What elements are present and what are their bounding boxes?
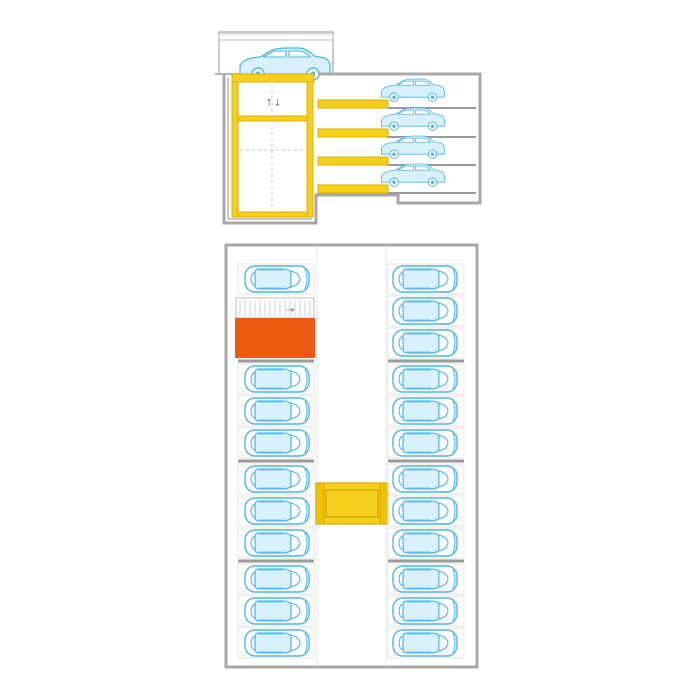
- parking-bay: [387, 363, 465, 395]
- car-top-icon: [392, 629, 458, 657]
- car-top-icon: [392, 465, 458, 493]
- car-top-icon: [244, 629, 310, 657]
- storage-levels: [317, 78, 476, 194]
- car-side-icon: [380, 107, 445, 131]
- car-top-icon: [392, 297, 458, 325]
- car-top-icon: [244, 265, 310, 293]
- car-top-icon: [392, 565, 458, 593]
- car-top-icon: [244, 497, 310, 525]
- car-top-icon: [244, 397, 310, 425]
- car-top-icon: [244, 597, 310, 625]
- parking-bay: [387, 395, 465, 427]
- car-top-icon: [244, 365, 310, 393]
- car-top-icon: [392, 397, 458, 425]
- parking-bay: [237, 495, 315, 527]
- section-view: ↑↓: [215, 31, 482, 225]
- car-top-icon: [392, 529, 458, 557]
- plan-view: →: [224, 243, 479, 669]
- car-top-icon: [244, 429, 310, 457]
- lift-direction-arrows: ↑↓: [265, 98, 282, 109]
- parking-bays: [237, 263, 465, 659]
- car-side-icon: [380, 163, 445, 187]
- car-top-icon: [392, 365, 458, 393]
- parking-bay: [237, 395, 315, 427]
- parking-bay: [237, 463, 315, 495]
- car-side-icon: [380, 135, 445, 159]
- parking-bay: [237, 263, 315, 295]
- plan-outer-wall: [224, 243, 479, 669]
- parking-bay: [237, 595, 315, 627]
- parking-bay: [237, 427, 315, 459]
- pallet-level-4: [317, 184, 389, 194]
- parking-bay: [237, 527, 315, 559]
- car-top-icon: [392, 265, 458, 293]
- stair-block: [235, 318, 315, 358]
- stair-direction-arrow: →: [286, 305, 294, 316]
- car-top-icon: [392, 497, 458, 525]
- parking-bay: [237, 563, 315, 595]
- pallet-level-3: [317, 156, 389, 166]
- parking-bay: [387, 527, 465, 559]
- car-top-icon: [392, 329, 458, 357]
- parking-bay: [387, 627, 465, 659]
- parking-bay: [387, 495, 465, 527]
- parking-bay: [387, 463, 465, 495]
- stairwell: →: [235, 297, 315, 358]
- car-top-icon: [244, 565, 310, 593]
- car-top-icon: [392, 597, 458, 625]
- lift-shaft: ↑↓: [231, 73, 315, 218]
- car-top-icon: [244, 465, 310, 493]
- pallet: [315, 482, 389, 525]
- car-side-icon: [380, 78, 445, 102]
- pit-wall: [222, 72, 482, 225]
- parking-bay: [387, 595, 465, 627]
- car-top-icon: [392, 429, 458, 457]
- parking-bay: [237, 363, 315, 395]
- car-top-icon: [244, 529, 310, 557]
- parking-bay: [387, 427, 465, 459]
- pallet-level-2: [317, 128, 389, 138]
- pallet-level-1: [317, 99, 389, 109]
- parking-bay: [387, 327, 465, 359]
- parking-bay: [237, 627, 315, 659]
- parking-bay: [387, 295, 465, 327]
- parking-bay: [387, 563, 465, 595]
- parking-bay: [387, 263, 465, 295]
- entrance-hood: [218, 31, 334, 74]
